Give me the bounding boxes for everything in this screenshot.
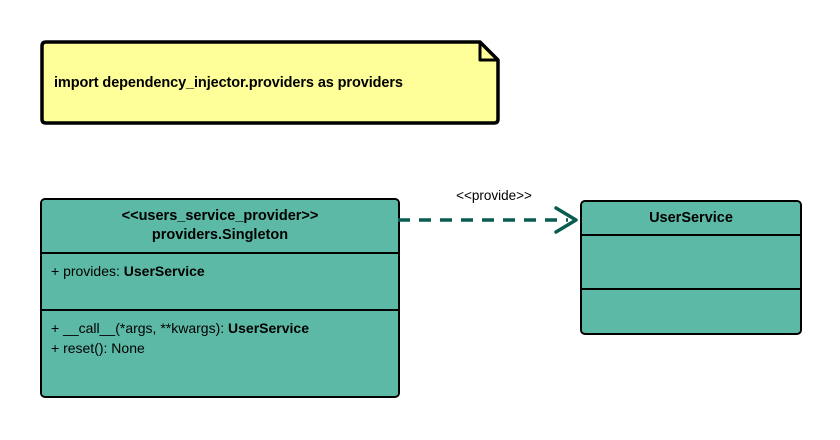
note-text: import dependency_injector.providers as … bbox=[54, 74, 403, 91]
class-operation: + __call__(*args, **kwargs): UserService bbox=[51, 320, 309, 336]
uml-note[interactable]: import dependency_injector.providers as … bbox=[40, 40, 500, 125]
class-title-compartment: <<users_service_provider>> providers.Sin… bbox=[42, 200, 398, 252]
class-operations-compartment bbox=[582, 288, 800, 332]
dependency-label: <<provide>> bbox=[456, 188, 532, 203]
open-arrowhead-icon bbox=[554, 206, 578, 234]
dependency-arrow[interactable] bbox=[396, 186, 586, 236]
class-box-users-service-provider[interactable]: <<users_service_provider>> providers.Sin… bbox=[40, 198, 400, 398]
class-title-compartment: UserService bbox=[582, 202, 800, 234]
class-name: UserService bbox=[649, 209, 733, 226]
class-operation: + reset(): None bbox=[51, 339, 145, 356]
class-name: providers.Singleton bbox=[151, 227, 289, 243]
class-operations-compartment: + __call__(*args, **kwargs): UserService… bbox=[42, 309, 398, 395]
class-attribute: + provides: UserService bbox=[51, 263, 205, 279]
class-box-user-service[interactable]: UserService bbox=[580, 200, 802, 335]
note-shape bbox=[40, 40, 500, 125]
class-attributes-compartment bbox=[582, 234, 800, 288]
class-stereotype: <<users_service_provider>> bbox=[121, 208, 319, 225]
class-attributes-compartment: + provides: UserService bbox=[42, 252, 398, 309]
